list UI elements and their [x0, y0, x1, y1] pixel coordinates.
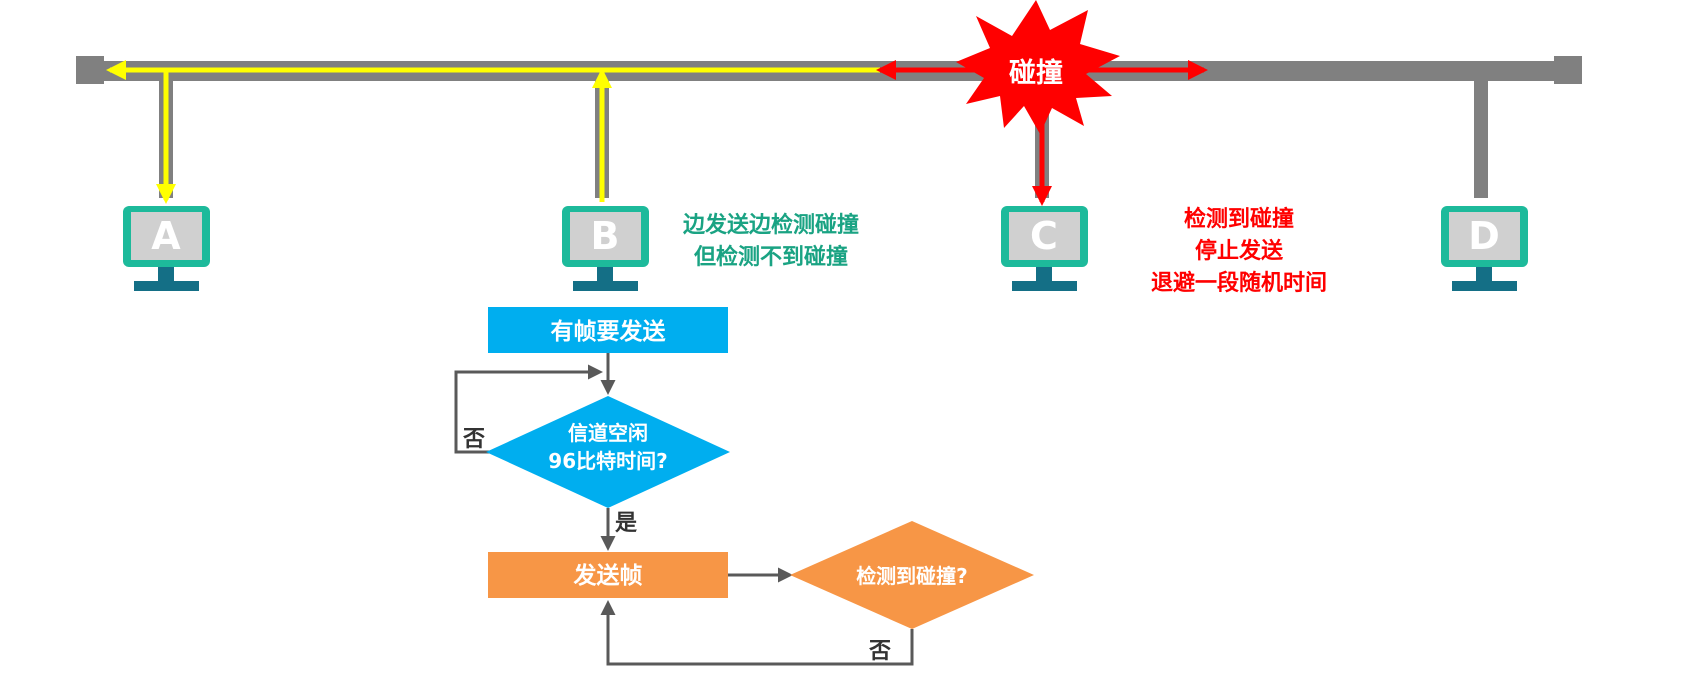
flowchart: 有帧要发送 否 信道空闲 96比特时间? 是 发送帧 检测到碰撞? 否 [454, 307, 1034, 666]
drop-line-d [1474, 70, 1488, 198]
station-d: D [1441, 206, 1528, 291]
station-b: B [562, 206, 649, 291]
collision-label: 碰撞 [1009, 57, 1063, 89]
flow-detect-no-label: 否 [868, 639, 891, 664]
monitor-screen-a [131, 212, 202, 260]
station-label-c: C [1030, 214, 1058, 258]
flow-start-box [488, 307, 728, 353]
flow-send-box [488, 552, 728, 598]
flow-yes-label: 是 [615, 511, 637, 536]
monitor-stand-b [597, 267, 613, 281]
monitor-base-a [134, 281, 199, 291]
note-c-line-3: 退避一段随机时间 [1151, 270, 1327, 296]
monitor-screen-d [1449, 212, 1520, 260]
flow-check-line-1: 信道空闲 [568, 421, 648, 445]
flow-send-text: 发送帧 [573, 562, 643, 589]
monitor-base-c [1012, 281, 1077, 291]
flow-loop-no-detect [600, 600, 914, 666]
station-label-b: B [591, 214, 620, 258]
monitor-stand-d [1476, 267, 1492, 281]
station-a: A [123, 206, 210, 291]
note-b-line-1: 边发送边检测碰撞 [682, 212, 859, 238]
flow-check-diamond [486, 396, 730, 508]
flow-no-label: 否 [462, 427, 485, 452]
station-label-a: A [151, 214, 181, 258]
station-c: C [1001, 206, 1088, 291]
note-station-b: 边发送边检测碰撞 但检测不到碰撞 [682, 212, 859, 270]
monitor-base-d [1452, 281, 1517, 291]
monitor-stand-c [1036, 267, 1052, 281]
flow-loop-no-check [454, 364, 603, 454]
flow-start-text: 有帧要发送 [551, 318, 666, 345]
signal-from-b [106, 60, 980, 204]
flow-detect-diamond [790, 521, 1034, 629]
station-label-d: D [1468, 214, 1500, 258]
monitor-screen-c [1009, 212, 1080, 260]
note-c-line-2: 停止发送 [1195, 238, 1283, 264]
monitor-stand-a [158, 267, 174, 281]
monitor-screen-b [570, 212, 641, 260]
note-station-c: 检测到碰撞 停止发送 退避一段随机时间 [1151, 206, 1327, 296]
drop-lines [159, 70, 1488, 198]
collision-burst: 碰撞 [956, 0, 1120, 134]
note-b-line-2: 但检测不到碰撞 [694, 244, 848, 270]
monitor-base-b [573, 281, 638, 291]
flow-check-line-2: 96比特时间? [548, 449, 667, 473]
collision-burst-shape [956, 0, 1120, 134]
flow-detect-text: 检测到碰撞? [856, 564, 968, 588]
note-c-line-1: 检测到碰撞 [1184, 206, 1294, 232]
bus-terminator-right [1554, 56, 1582, 84]
